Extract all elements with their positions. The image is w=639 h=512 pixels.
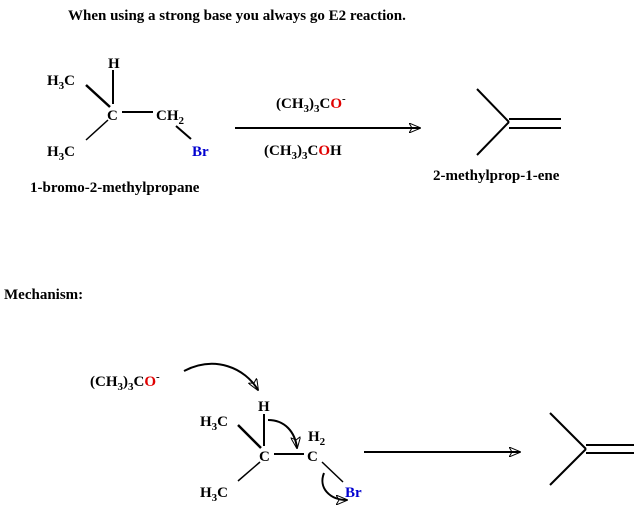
- reactant-structure: H H3C C CH2 Br H3C: [47, 56, 209, 163]
- svg-text:H3C: H3C: [200, 414, 228, 433]
- bond: [85, 84, 111, 108]
- reactant-name: 1-bromo-2-methylpropane: [30, 180, 200, 196]
- mechanism-product: [549, 412, 634, 486]
- mechanism-label: Mechanism:: [4, 287, 83, 303]
- svg-text:C: C: [307, 449, 318, 465]
- methyl-bottom: H3C: [47, 144, 75, 163]
- reagent-base: (CH3)3CO-: [276, 93, 346, 115]
- title: When using a strong base you always go E…: [68, 8, 406, 24]
- svg-text:H2: H2: [308, 429, 326, 448]
- ch2-group: CH2: [156, 108, 185, 127]
- mechanism-structure: H H3C C H2 C Br H3C: [200, 399, 362, 504]
- atom-h: H: [108, 56, 120, 72]
- svg-text:Br: Br: [345, 485, 362, 501]
- product-name: 2-methylprop-1-ene: [433, 168, 560, 184]
- reagent-solvent: (CH3)3COH: [264, 143, 342, 162]
- atom-br: Br: [192, 144, 209, 160]
- curved-arrow-br-leaving: [321, 472, 347, 500]
- svg-text:H: H: [258, 399, 270, 415]
- methyl-top: H3C: [47, 73, 75, 92]
- curved-arrow-ch-bond: [267, 419, 297, 448]
- bond: [85, 119, 109, 141]
- mechanism-base: (CH3)3CO-: [90, 371, 160, 393]
- product-structure: [476, 88, 561, 156]
- svg-text:H3C: H3C: [200, 485, 228, 504]
- curved-arrow-base-to-h: [183, 362, 258, 390]
- bond: [175, 125, 192, 140]
- svg-text:C: C: [259, 449, 270, 465]
- atom-c: C: [107, 108, 118, 124]
